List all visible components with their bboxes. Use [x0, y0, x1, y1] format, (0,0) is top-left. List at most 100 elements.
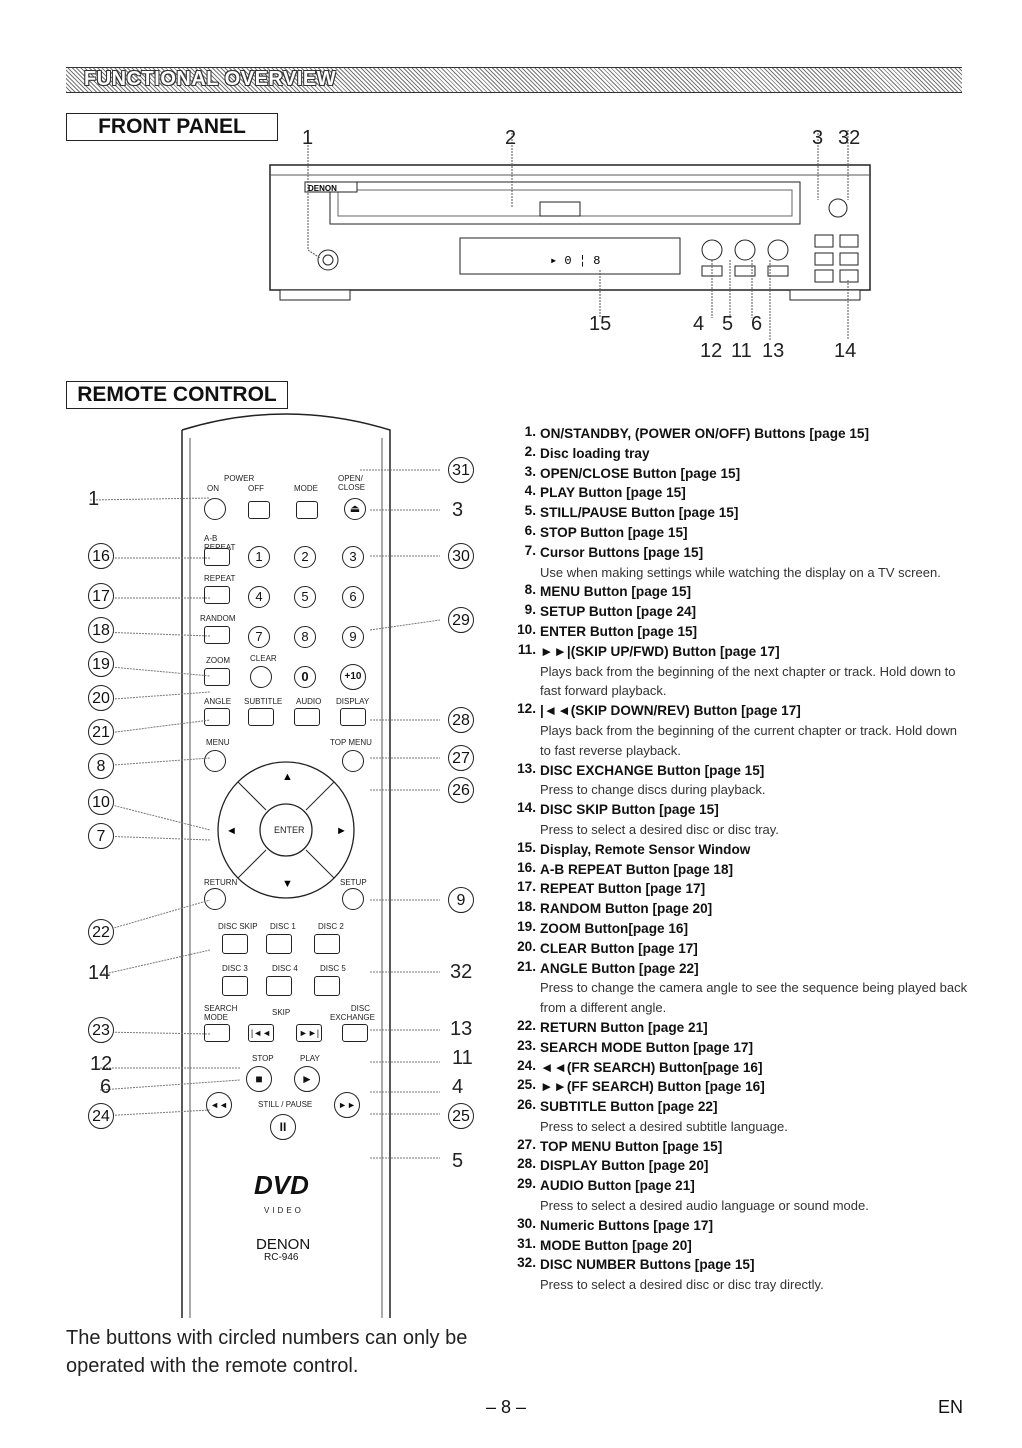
disc5-button[interactable] [314, 976, 340, 996]
disc2-label: DISC 2 [318, 922, 344, 931]
num-4-button[interactable]: 4 [248, 586, 270, 608]
pause-icon[interactable]: II [270, 1114, 296, 1140]
feature-title: DISC NUMBER Buttons [page 15] [540, 1257, 755, 1273]
search-mode-button[interactable] [204, 1024, 230, 1042]
skip-down-icon[interactable]: |◄◄ [248, 1024, 274, 1042]
num-5-button[interactable]: 5 [294, 586, 316, 608]
num-9-button[interactable]: 9 [342, 626, 364, 648]
feature-title: SEARCH MODE Button [page 17] [540, 1039, 753, 1055]
disc-skip-button[interactable] [222, 934, 248, 954]
num-6-button[interactable]: 6 [342, 586, 364, 608]
disc4-button[interactable] [266, 976, 292, 996]
section-title: FUNCTIONAL OVERVIEW [84, 68, 337, 90]
audio-label: AUDIO [296, 697, 322, 706]
feature-number: 13. [517, 760, 536, 776]
still-pause-label: STILL / PAUSE [258, 1100, 313, 1109]
front-callout-2: 2 [505, 127, 517, 149]
feature-item: 25.►►(FF SEARCH) Button [page 16] [517, 1077, 970, 1097]
front-callout-1: 1 [302, 127, 314, 149]
ff-search-icon[interactable]: ►► [334, 1092, 360, 1118]
feature-number: 11. [517, 641, 536, 657]
feature-description: Press to select a desired disc or disc t… [540, 821, 779, 837]
remote-callout-9: 9 [448, 887, 474, 913]
remote-callout-7: 7 [88, 823, 114, 849]
feature-item: 29.AUDIO Button [page 21]Press to select… [517, 1176, 970, 1216]
feature-number: 22. [517, 1017, 536, 1033]
feature-description: Plays back from the beginning of the cur… [540, 722, 957, 758]
feature-item: 27.TOP MENU Button [page 15] [517, 1137, 970, 1157]
num-plus10-button[interactable]: +10 [340, 664, 366, 690]
disc2-button[interactable] [314, 934, 340, 954]
display-button[interactable] [340, 708, 366, 726]
front-callout-32: 32 [838, 127, 861, 149]
feature-description: Press to select a desired subtitle langu… [540, 1118, 788, 1134]
language-code: EN [938, 1397, 964, 1417]
feature-number: 10. [517, 621, 536, 637]
remote-callout-13: 13 [450, 1018, 473, 1040]
feature-number: 6. [524, 522, 536, 538]
feature-description: Press to change the camera angle to see … [540, 980, 968, 1016]
remote-callout-5: 5 [452, 1150, 464, 1172]
remote-callout-4: 4 [452, 1076, 464, 1098]
top-menu-button[interactable] [342, 750, 364, 772]
audio-button[interactable] [294, 708, 320, 726]
feature-title: DISC SKIP Button [page 15] [540, 802, 719, 818]
skip-up-icon[interactable]: ►►| [296, 1024, 322, 1042]
remote-callout-11: 11 [452, 1047, 473, 1069]
stop-icon[interactable]: ■ [246, 1066, 272, 1092]
front-panel-title: FRONT PANEL [66, 113, 278, 141]
enter-label[interactable]: ENTER [274, 825, 305, 835]
feature-description: Press to change discs during playback. [540, 782, 766, 798]
ab-repeat-button[interactable] [204, 548, 230, 566]
return-button[interactable] [204, 888, 226, 910]
num-8-button[interactable]: 8 [294, 626, 316, 648]
disc3-button[interactable] [222, 976, 248, 996]
eject-icon[interactable]: ⏏ [344, 498, 366, 520]
mode-button[interactable] [296, 501, 318, 519]
random-button[interactable] [204, 626, 230, 644]
disc-exchange-button[interactable] [342, 1024, 368, 1042]
feature-item: 20.CLEAR Button [page 17] [517, 939, 970, 959]
feature-number: 31. [517, 1235, 536, 1251]
power-off-button[interactable] [248, 501, 270, 519]
feature-number: 27. [517, 1136, 536, 1152]
play-icon[interactable]: ► [294, 1066, 320, 1092]
remote-callout-3: 3 [452, 499, 464, 521]
svg-text:▼: ▼ [282, 878, 293, 890]
remote-callout-19: 19 [88, 651, 114, 677]
feature-item: 23.SEARCH MODE Button [page 17] [517, 1038, 970, 1058]
num-7-button[interactable]: 7 [248, 626, 270, 648]
repeat-button[interactable] [204, 586, 230, 604]
disc1-button[interactable] [266, 934, 292, 954]
angle-button[interactable] [204, 708, 230, 726]
num-1-button[interactable]: 1 [248, 546, 270, 568]
fr-search-icon[interactable]: ◄◄ [206, 1092, 232, 1118]
feature-item: 5.STILL/PAUSE Button [page 15] [520, 503, 970, 523]
random-label: RANDOM [200, 614, 236, 623]
power-on-button[interactable] [204, 498, 226, 520]
feature-item: 8.MENU Button [page 15] [520, 582, 970, 602]
remote-only-note: The buttons with circled numbers can onl… [66, 1327, 468, 1377]
feature-item: 19.ZOOM Button[page 16] [517, 919, 970, 939]
feature-number: 24. [517, 1057, 536, 1073]
menu-button[interactable] [204, 750, 226, 772]
top-menu-label: TOP MENU [330, 738, 372, 747]
feature-number: 3. [524, 463, 536, 479]
remote-callout-24: 24 [88, 1103, 114, 1129]
feature-item: 6.STOP Button [page 15] [520, 523, 970, 543]
display-label: DISPLAY [336, 697, 370, 706]
setup-button[interactable] [342, 888, 364, 910]
remote-callout-26: 26 [448, 777, 474, 803]
feature-number: 17. [517, 879, 536, 895]
feature-item: 2.Disc loading tray [520, 444, 970, 464]
clear-button[interactable] [250, 666, 272, 688]
zoom-button[interactable] [204, 668, 230, 686]
subtitle-button[interactable] [248, 708, 274, 726]
search-mode-label: SEARCH MODE [204, 1004, 238, 1022]
feature-number: 32. [517, 1255, 536, 1271]
subtitle-label: SUBTITLE [244, 697, 283, 706]
num-3-button[interactable]: 3 [342, 546, 364, 568]
num-2-button[interactable]: 2 [294, 546, 316, 568]
num-0-button[interactable]: 0 [294, 666, 316, 688]
feature-title: Display, Remote Sensor Window [540, 841, 751, 857]
